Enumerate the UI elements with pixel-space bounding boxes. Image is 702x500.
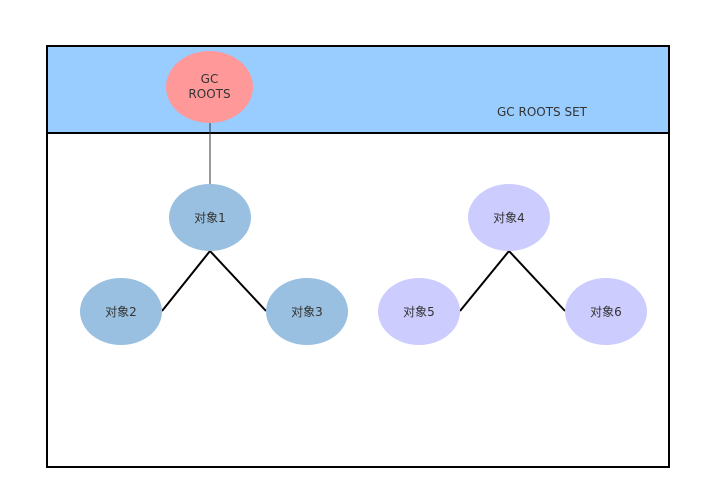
object-5-node: 对象5 (378, 278, 460, 345)
object-6-node: 对象6 (565, 278, 647, 345)
object-3-node: 对象3 (266, 278, 348, 345)
edge-object-4-to-object-5 (459, 250, 510, 312)
gc-roots-set-label: GC ROOTS SET (497, 105, 588, 119)
edge-object-1-to-object-3 (209, 250, 267, 312)
object-4-node: 对象4 (468, 184, 550, 251)
object-2-node: 对象2 (80, 278, 162, 345)
edge-object-4-to-object-6 (508, 250, 566, 312)
object-1-node: 对象1 (169, 184, 251, 251)
gc-roots-set-band (46, 45, 670, 134)
edge-object-1-to-object-2 (161, 250, 211, 312)
gc-roots-node: GC ROOTS (166, 51, 253, 123)
